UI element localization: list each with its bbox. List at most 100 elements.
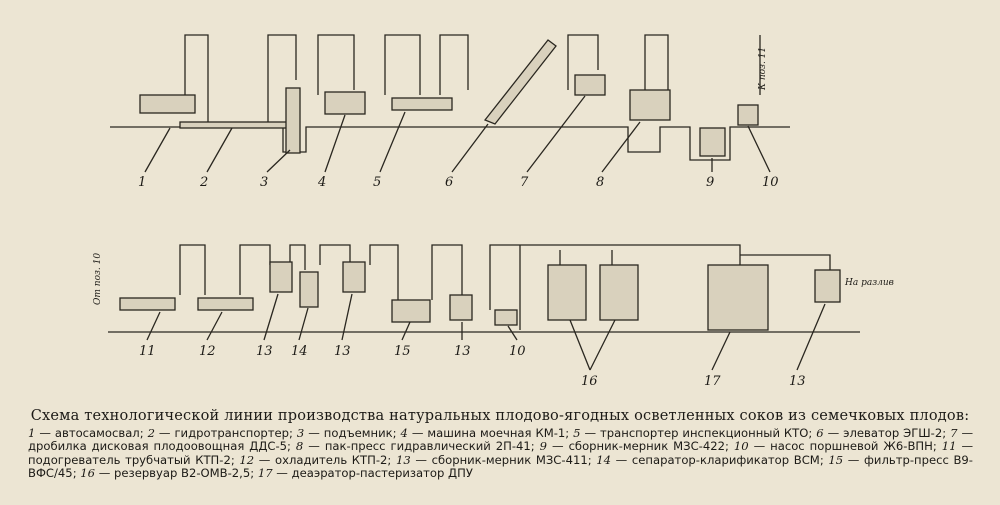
legend-text: элеватор ЭГШ-2;: [843, 426, 947, 440]
legend-text: дробилка дисковая плодоовощная ДДС-5;: [28, 439, 291, 454]
label-16: 16: [581, 374, 598, 389]
legend-text: пак-пресс гидравлический 2П-41;: [324, 439, 535, 454]
pump: [494, 309, 518, 326]
legend-number: 4: [400, 426, 408, 440]
legend-number: 9: [539, 439, 548, 454]
figure-caption: Схема технологической линии производства…: [30, 408, 970, 424]
label-13: 13: [789, 374, 806, 389]
label-3: 3: [260, 175, 268, 190]
filter-press: [391, 299, 431, 323]
legend-item: 13 — сборник-мерник МЗС-411;: [395, 452, 592, 467]
legend-text: деаэратор-пастеризатор ДПУ: [291, 465, 473, 480]
label-4: 4: [317, 175, 326, 190]
separator: [299, 271, 319, 308]
cooler: [197, 297, 254, 311]
inspection-conveyor: [391, 97, 453, 111]
legend-item: 3 — подъемник;: [296, 426, 397, 440]
legend-number: 2: [147, 426, 155, 440]
label-5: 5: [373, 175, 381, 190]
label-10: 10: [509, 344, 526, 359]
legend-number: 10: [733, 439, 749, 454]
label-15: 15: [394, 344, 411, 359]
note-to-bottling: На разлив: [844, 278, 894, 288]
legend-item: 10 — насос поршневой Ж6-ВПН;: [733, 439, 937, 454]
deaerator-pasteurizer: [707, 264, 769, 331]
collector-tank: [342, 261, 366, 293]
legend-text: машина моечная КМ-1;: [427, 426, 570, 440]
collector-tank: [699, 127, 726, 157]
legend-text: насос поршневой Ж6-ВПН;: [770, 439, 937, 454]
note-from-pos-10: От поз. 10: [93, 253, 103, 305]
legend-number: 17: [257, 465, 273, 480]
legend-item: 4 — машина моечная КМ-1;: [400, 426, 570, 440]
bottom-row-leaders: [146, 293, 826, 371]
label-13: 13: [256, 344, 273, 359]
collector-tank: [449, 294, 473, 321]
figure-legend: 1 — автосамосвал; 2 — гидротранспортер; …: [28, 426, 974, 480]
top-row-equipment: [139, 39, 759, 157]
legend-number: 6: [816, 426, 824, 440]
tube-heater: [119, 297, 176, 311]
legend-number: 16: [80, 465, 96, 480]
reservoir: [547, 264, 587, 321]
bottom-row-equipment: [119, 261, 841, 331]
legend-text: сепаратор-кларификатор ВСМ;: [631, 452, 824, 467]
legend-item: 2 — гидротранспортер;: [147, 426, 293, 440]
legend-item: 17 — деаэратор-пастеризатор ДПУ: [257, 465, 473, 480]
label-2: 2: [199, 175, 208, 190]
legend-number: 11: [941, 439, 957, 454]
top-row-numbers: 1 2 3 4 5 6 7 8 9 10: [138, 175, 779, 190]
label-8: 8: [596, 175, 604, 190]
collector-tank: [269, 261, 293, 293]
legend-item: 11 — подогреватель трубчатый КТП-2;: [28, 439, 974, 467]
legend-number: 12: [239, 452, 255, 467]
legend-number: 7: [950, 426, 958, 440]
legend-item: 5 — транспортер инспекционный КТО;: [573, 426, 813, 440]
washing-machine: [324, 91, 366, 115]
legend-item: 12 — охладитель КТП-2;: [239, 452, 392, 467]
legend-text: автосамосвал;: [54, 426, 144, 440]
label-6: 6: [445, 175, 453, 190]
label-1: 1: [138, 175, 146, 190]
legend-text: транспортер инспекционный КТО;: [600, 426, 813, 440]
legend-item: 6 — элеватор ЭГШ-2;: [816, 426, 947, 440]
bottom-row-numbers: 11 12 13 14 13 15 13 10 16 17 13: [139, 344, 806, 389]
collector-tank: [814, 269, 841, 303]
legend-text: резервуар В2-ОМВ-2,5;: [114, 465, 255, 480]
legend-text: сборник-мерник МЗС-411;: [431, 452, 592, 467]
legend-text: подогреватель трубчатый КТП-2;: [28, 452, 235, 467]
legend-number: 13: [395, 452, 411, 467]
legend-item: 7 — дробилка дисковая плодоовощная ДДС-5…: [28, 426, 974, 454]
legend-text: гидротранспортер;: [174, 426, 293, 440]
label-17: 17: [704, 374, 721, 389]
label-9: 9: [706, 175, 714, 190]
crusher: [574, 74, 606, 96]
label-11: 11: [139, 344, 156, 359]
legend-item: 15 — фильтр-пресс В9-ВФС/45;: [28, 452, 973, 480]
legend-text: сборник-мерник МЗС-422;: [568, 439, 729, 454]
legend-item: 1 — автосамосвал;: [28, 426, 144, 440]
legend-number: 3: [296, 426, 305, 440]
top-row-leaders: [144, 95, 771, 173]
bottom-row-lines: [108, 244, 860, 333]
label-12: 12: [199, 344, 216, 359]
legend-item: 9 — сборник-мерник МЗС-422;: [539, 439, 729, 454]
legend-number: 5: [573, 426, 581, 440]
process-flow-diagram: К поз. 11 1 2 3 4 5 6 7 8 9 10 От поз. 1…: [93, 34, 894, 389]
legend-text: подъемник;: [323, 426, 397, 440]
reservoir: [599, 264, 639, 321]
lift: [285, 87, 301, 154]
label-13: 13: [334, 344, 351, 359]
label-13: 13: [454, 344, 471, 359]
pump: [737, 104, 759, 126]
label-10: 10: [762, 175, 779, 190]
legend-number: 1: [28, 426, 36, 440]
legend-number: 15: [828, 452, 844, 467]
label-7: 7: [520, 175, 529, 190]
dump-truck: [139, 94, 196, 114]
legend-text: фильтр-пресс В9-ВФС/45;: [28, 452, 973, 480]
legend-item: 14 — сепаратор-кларификатор ВСМ;: [596, 452, 824, 467]
legend-number: 14: [596, 452, 612, 467]
note-to-pos-11: К поз. 11: [758, 47, 768, 91]
elevator: [483, 39, 557, 125]
